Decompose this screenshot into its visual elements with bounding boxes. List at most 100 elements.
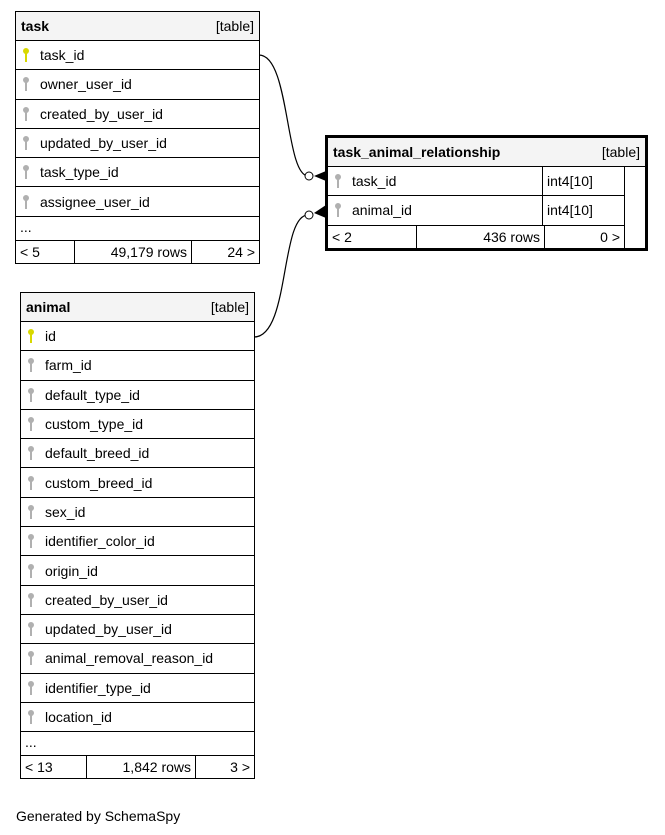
column-name: identifier_type_id [45, 679, 151, 696]
foreign-key-icon [27, 563, 35, 579]
crowfoot-marker [314, 205, 326, 218]
column-row[interactable]: custom_breed_id [21, 468, 254, 498]
column-type: int4[10] [542, 167, 624, 196]
foreign-key-icon [27, 709, 35, 725]
parents-link[interactable]: < 13 [21, 756, 87, 779]
column-name: default_breed_id [45, 445, 150, 462]
column-row[interactable]: default_breed_id [21, 439, 254, 469]
table-name: task [21, 18, 50, 34]
column-row[interactable]: task_type_id [16, 158, 259, 188]
row-count: 49,179 rows [75, 240, 192, 263]
column-row[interactable]: origin_id [21, 556, 254, 586]
foreign-key-icon [22, 135, 30, 151]
column-name: identifier_color_id [45, 533, 155, 550]
column-name: owner_user_id [40, 76, 132, 93]
generated-by-text: Generated by SchemaSpy [16, 808, 181, 824]
column-name: id [45, 328, 56, 345]
foreign-key-icon [27, 475, 35, 491]
foreign-key-icon [27, 416, 35, 432]
children-link[interactable]: 24 > [227, 243, 255, 260]
foreign-key-icon [22, 106, 30, 122]
foreign-key-icon [27, 387, 35, 403]
column-row[interactable]: created_by_user_id [16, 100, 259, 129]
more-columns: ... [16, 217, 259, 241]
foreign-key-icon [22, 164, 30, 180]
column-name: custom_breed_id [45, 474, 153, 491]
column-name: assignee_user_id [40, 193, 150, 210]
column-row[interactable]: task_id int4[10] [328, 167, 624, 197]
column-row[interactable]: custom_type_id [21, 410, 254, 440]
row-count: 436 rows [417, 225, 545, 248]
column-row[interactable]: updated_by_user_id [16, 129, 259, 159]
children-link[interactable]: 0 > [600, 228, 620, 245]
column-name: animal_id [352, 202, 412, 219]
column-name: updated_by_user_id [45, 621, 172, 638]
column-name: sex_id [45, 503, 86, 520]
column-name: origin_id [45, 562, 98, 579]
animal-connector [253, 214, 309, 338]
crowfoot-marker [314, 171, 326, 181]
table-kind: [table] [215, 18, 254, 34]
column-row[interactable]: animal_removal_reason_id [21, 644, 254, 674]
column-row[interactable]: task_id [16, 41, 259, 71]
column-type: int4[10] [542, 196, 624, 225]
table-task[interactable]: task [table] task_id owner_user_id created_… [15, 11, 260, 264]
parents-link[interactable]: < 2 [328, 225, 417, 248]
zero-many-marker [304, 171, 314, 181]
column-name: default_type_id [45, 386, 140, 403]
column-name: farm_id [45, 357, 92, 374]
foreign-key-icon [22, 76, 30, 92]
table-footer: < 2 436 rows 0 > [328, 225, 624, 248]
column-row[interactable]: id [21, 322, 254, 352]
foreign-key-icon [334, 173, 342, 189]
column-row[interactable]: assignee_user_id [16, 187, 259, 217]
column-row[interactable]: updated_by_user_id [21, 615, 254, 645]
column-name: task_id [352, 173, 397, 190]
table-kind: [table] [210, 299, 249, 315]
column-row[interactable]: default_type_id [21, 381, 254, 410]
column-row[interactable]: animal_id int4[10] [328, 196, 624, 226]
column-name: location_id [45, 709, 112, 725]
column-name: created_by_user_id [40, 105, 163, 122]
more-columns: ... [21, 732, 254, 757]
column-row[interactable]: owner_user_id [16, 70, 259, 100]
column-row[interactable]: identifier_color_id [21, 527, 254, 557]
column-row[interactable]: farm_id [21, 351, 254, 381]
foreign-key-icon [27, 445, 35, 461]
foreign-key-icon [27, 650, 35, 666]
column-row[interactable]: sex_id [21, 498, 254, 528]
table-header: animal [table] [21, 293, 254, 322]
foreign-key-icon [27, 357, 35, 373]
table-header: task [table] [16, 12, 259, 41]
task-connector [258, 54, 309, 177]
column-name: animal_removal_reason_id [45, 650, 214, 667]
column-name: task_type_id [40, 164, 119, 181]
column-row[interactable]: created_by_user_id [21, 586, 254, 615]
column-name: custom_type_id [45, 416, 144, 433]
table-footer: < 5 49,179 rows 24 > [16, 240, 259, 263]
zero-many-marker [304, 210, 314, 220]
foreign-key-icon [27, 621, 35, 637]
primary-key-icon [22, 47, 30, 63]
parents-link[interactable]: < 5 [16, 240, 75, 263]
foreign-key-icon [27, 504, 35, 520]
table-name: animal [26, 299, 71, 315]
table-name: task_animal_relationship [333, 144, 501, 160]
primary-key-icon [27, 328, 35, 344]
foreign-key-icon [334, 202, 342, 218]
column-row[interactable]: location_id [21, 703, 254, 733]
column-name: updated_by_user_id [40, 135, 167, 152]
children-link[interactable]: 3 > [230, 759, 250, 776]
row-count: 1,842 rows [87, 756, 196, 779]
column-name: created_by_user_id [45, 591, 168, 608]
column-row[interactable]: identifier_type_id [21, 674, 254, 703]
table-kind: [table] [601, 144, 640, 160]
foreign-key-icon [27, 680, 35, 696]
foreign-key-icon [27, 533, 35, 549]
foreign-key-icon [22, 194, 30, 210]
table-header: task_animal_relationship [table] [328, 138, 645, 167]
table-footer: < 13 1,842 rows 3 > [21, 756, 254, 779]
